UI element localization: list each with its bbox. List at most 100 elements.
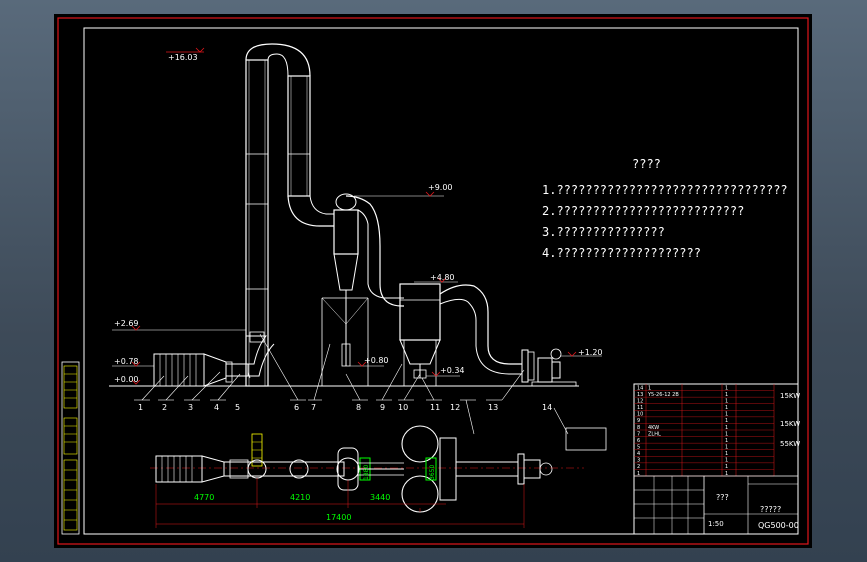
side-label-2: 15KW (780, 420, 800, 428)
part-num-12: 12 (450, 403, 460, 412)
bom-cell-qty: 1 (725, 412, 728, 418)
elev-filter-label: +4.80 (430, 273, 455, 282)
bom-cell-code: 1 (648, 385, 651, 391)
part-num-10: 10 (398, 403, 408, 412)
elev-ground-label: +0.00 (114, 375, 139, 384)
technical-notes: ???? 1.???????????????????????????????? … (542, 157, 788, 260)
bom-cell-qty: 1 (725, 464, 728, 470)
part-num-8: 8 (356, 403, 361, 412)
dim-v1: 1880 (363, 465, 370, 480)
elevation-heater: +0.78 (112, 357, 154, 367)
bom-cell-num: 3 (637, 458, 640, 464)
elevation-filter: +4.80 (414, 273, 458, 283)
part-leaders (141, 333, 569, 435)
exhaust-fan (521, 348, 577, 387)
elevation-cyclone: +9.00 (354, 183, 453, 197)
bom-cell-qty: 1 (725, 451, 728, 457)
bom-cell-qty: 1 (725, 445, 728, 451)
bom-cell-num: 12 (637, 399, 643, 405)
part-num-7: 7 (311, 403, 316, 412)
bom-cell-qty: 1 (725, 385, 728, 391)
top-bend (245, 43, 311, 77)
bom-cell-num: 4 (637, 451, 640, 457)
note-4: 4.???????????????????? (542, 246, 701, 260)
bom-cell-qty: 1 (725, 405, 728, 411)
elev-fan-label: +1.20 (578, 348, 603, 357)
elevation-ground: +0.00 (114, 375, 141, 385)
drawing-sheet: +16.03 +9.00 +4.80 +2.69 +0.78 +0.00 (54, 14, 812, 548)
bom-cell-code: Y5-26-12 2B (647, 392, 679, 398)
bag-filter (399, 283, 441, 386)
bom-cell-num: 2 (637, 464, 640, 470)
scale-value: 1:50 (708, 520, 724, 528)
down-leg (287, 75, 334, 227)
bom-cell-code: ZLHL (648, 431, 661, 437)
outer-frame (57, 17, 809, 545)
bom-cell-num: 8 (637, 425, 640, 431)
bom-cell-num: 1 (637, 471, 640, 477)
elevation-filter-out: +0.34 (426, 366, 465, 377)
bom-cell-num: 5 (637, 445, 640, 451)
cyclone-separator (321, 193, 369, 386)
elevation-top: +16.03 (166, 47, 205, 62)
drawing-code: QG500-00 (758, 521, 799, 530)
elev-heater-label: +0.78 (114, 357, 139, 366)
bom-cell-qty: 1 (725, 431, 728, 437)
part-num-5: 5 (235, 403, 240, 412)
part-num-1: 1 (138, 403, 143, 412)
dimension-chain: 4770 4210 3440 17400 1880 3650 (155, 465, 525, 528)
drawing-name: ????? (760, 505, 781, 514)
part-num-2: 2 (162, 403, 167, 412)
bom-cell-num: 7 (637, 431, 640, 437)
elevation-inlet: +2.69 (112, 319, 246, 331)
note-2: 2.?????????????????????????? (542, 204, 744, 218)
bom-cell-num: 13 (637, 392, 643, 398)
dim-seg3: 3440 (370, 493, 390, 502)
control-box (565, 427, 607, 451)
bom-cell-num: 10 (637, 412, 643, 418)
side-label-3: 55KW (780, 440, 800, 448)
notes-title: ???? (632, 157, 661, 171)
note-1: 1.???????????????????????????????? (542, 183, 788, 197)
part-num-3: 3 (188, 403, 193, 412)
note-3: 3.??????????????? (542, 225, 665, 239)
cyclone-outlet-duct (345, 195, 404, 307)
elev-cyclone-label: +9.00 (428, 183, 453, 192)
bom-cell-num: 9 (637, 418, 640, 424)
bom-cell-qty: 1 (725, 418, 728, 424)
plan-view: 4770 4210 3440 17400 1880 3650 (150, 425, 584, 528)
part-num-9: 9 (380, 403, 385, 412)
part-number-labels: 1 2 3 4 5 6 7 8 9 10 11 12 13 14 (138, 403, 552, 412)
filter-outlet-duct (439, 284, 522, 365)
part-num-6: 6 (294, 403, 299, 412)
dim-seg2: 4210 (290, 493, 310, 502)
title-label: ??? (716, 493, 729, 502)
part-num-11: 11 (430, 403, 440, 412)
bom-cell-qty: 1 (725, 458, 728, 464)
part-num-13: 13 (488, 403, 498, 412)
elev-cyclone-out-label: +0.80 (364, 356, 389, 365)
elev-filter-out-label: +0.34 (440, 366, 465, 375)
elev-inlet-label: +2.69 (114, 319, 139, 328)
elevation-cyclone-out: +0.80 (350, 356, 389, 367)
bom-cell-num: 11 (637, 405, 643, 411)
cad-drawing: +16.03 +9.00 +4.80 +2.69 +0.78 +0.00 (57, 17, 809, 545)
bom-cell-qty: 1 (725, 471, 728, 477)
drying-riser (245, 59, 269, 387)
bom-cell-code: 4KW (648, 425, 659, 431)
elev-top-label: +16.03 (168, 53, 198, 62)
bom-cell-qty: 1 (725, 438, 728, 444)
dim-seg1: 4770 (194, 493, 214, 502)
binding-strip (61, 361, 80, 535)
bom-cell-qty: 1 (725, 399, 728, 405)
bom-cell-num: 14 (637, 385, 643, 391)
bom-cell-qty: 1 (725, 392, 728, 398)
bom-cell-qty: 1 (725, 425, 728, 431)
elevation-fan: +1.20 (560, 348, 603, 357)
dim-v2: 3650 (429, 465, 436, 480)
elevation-view: +16.03 +9.00 +4.80 +2.69 +0.78 +0.00 (109, 43, 607, 451)
inner-frame (83, 27, 799, 535)
